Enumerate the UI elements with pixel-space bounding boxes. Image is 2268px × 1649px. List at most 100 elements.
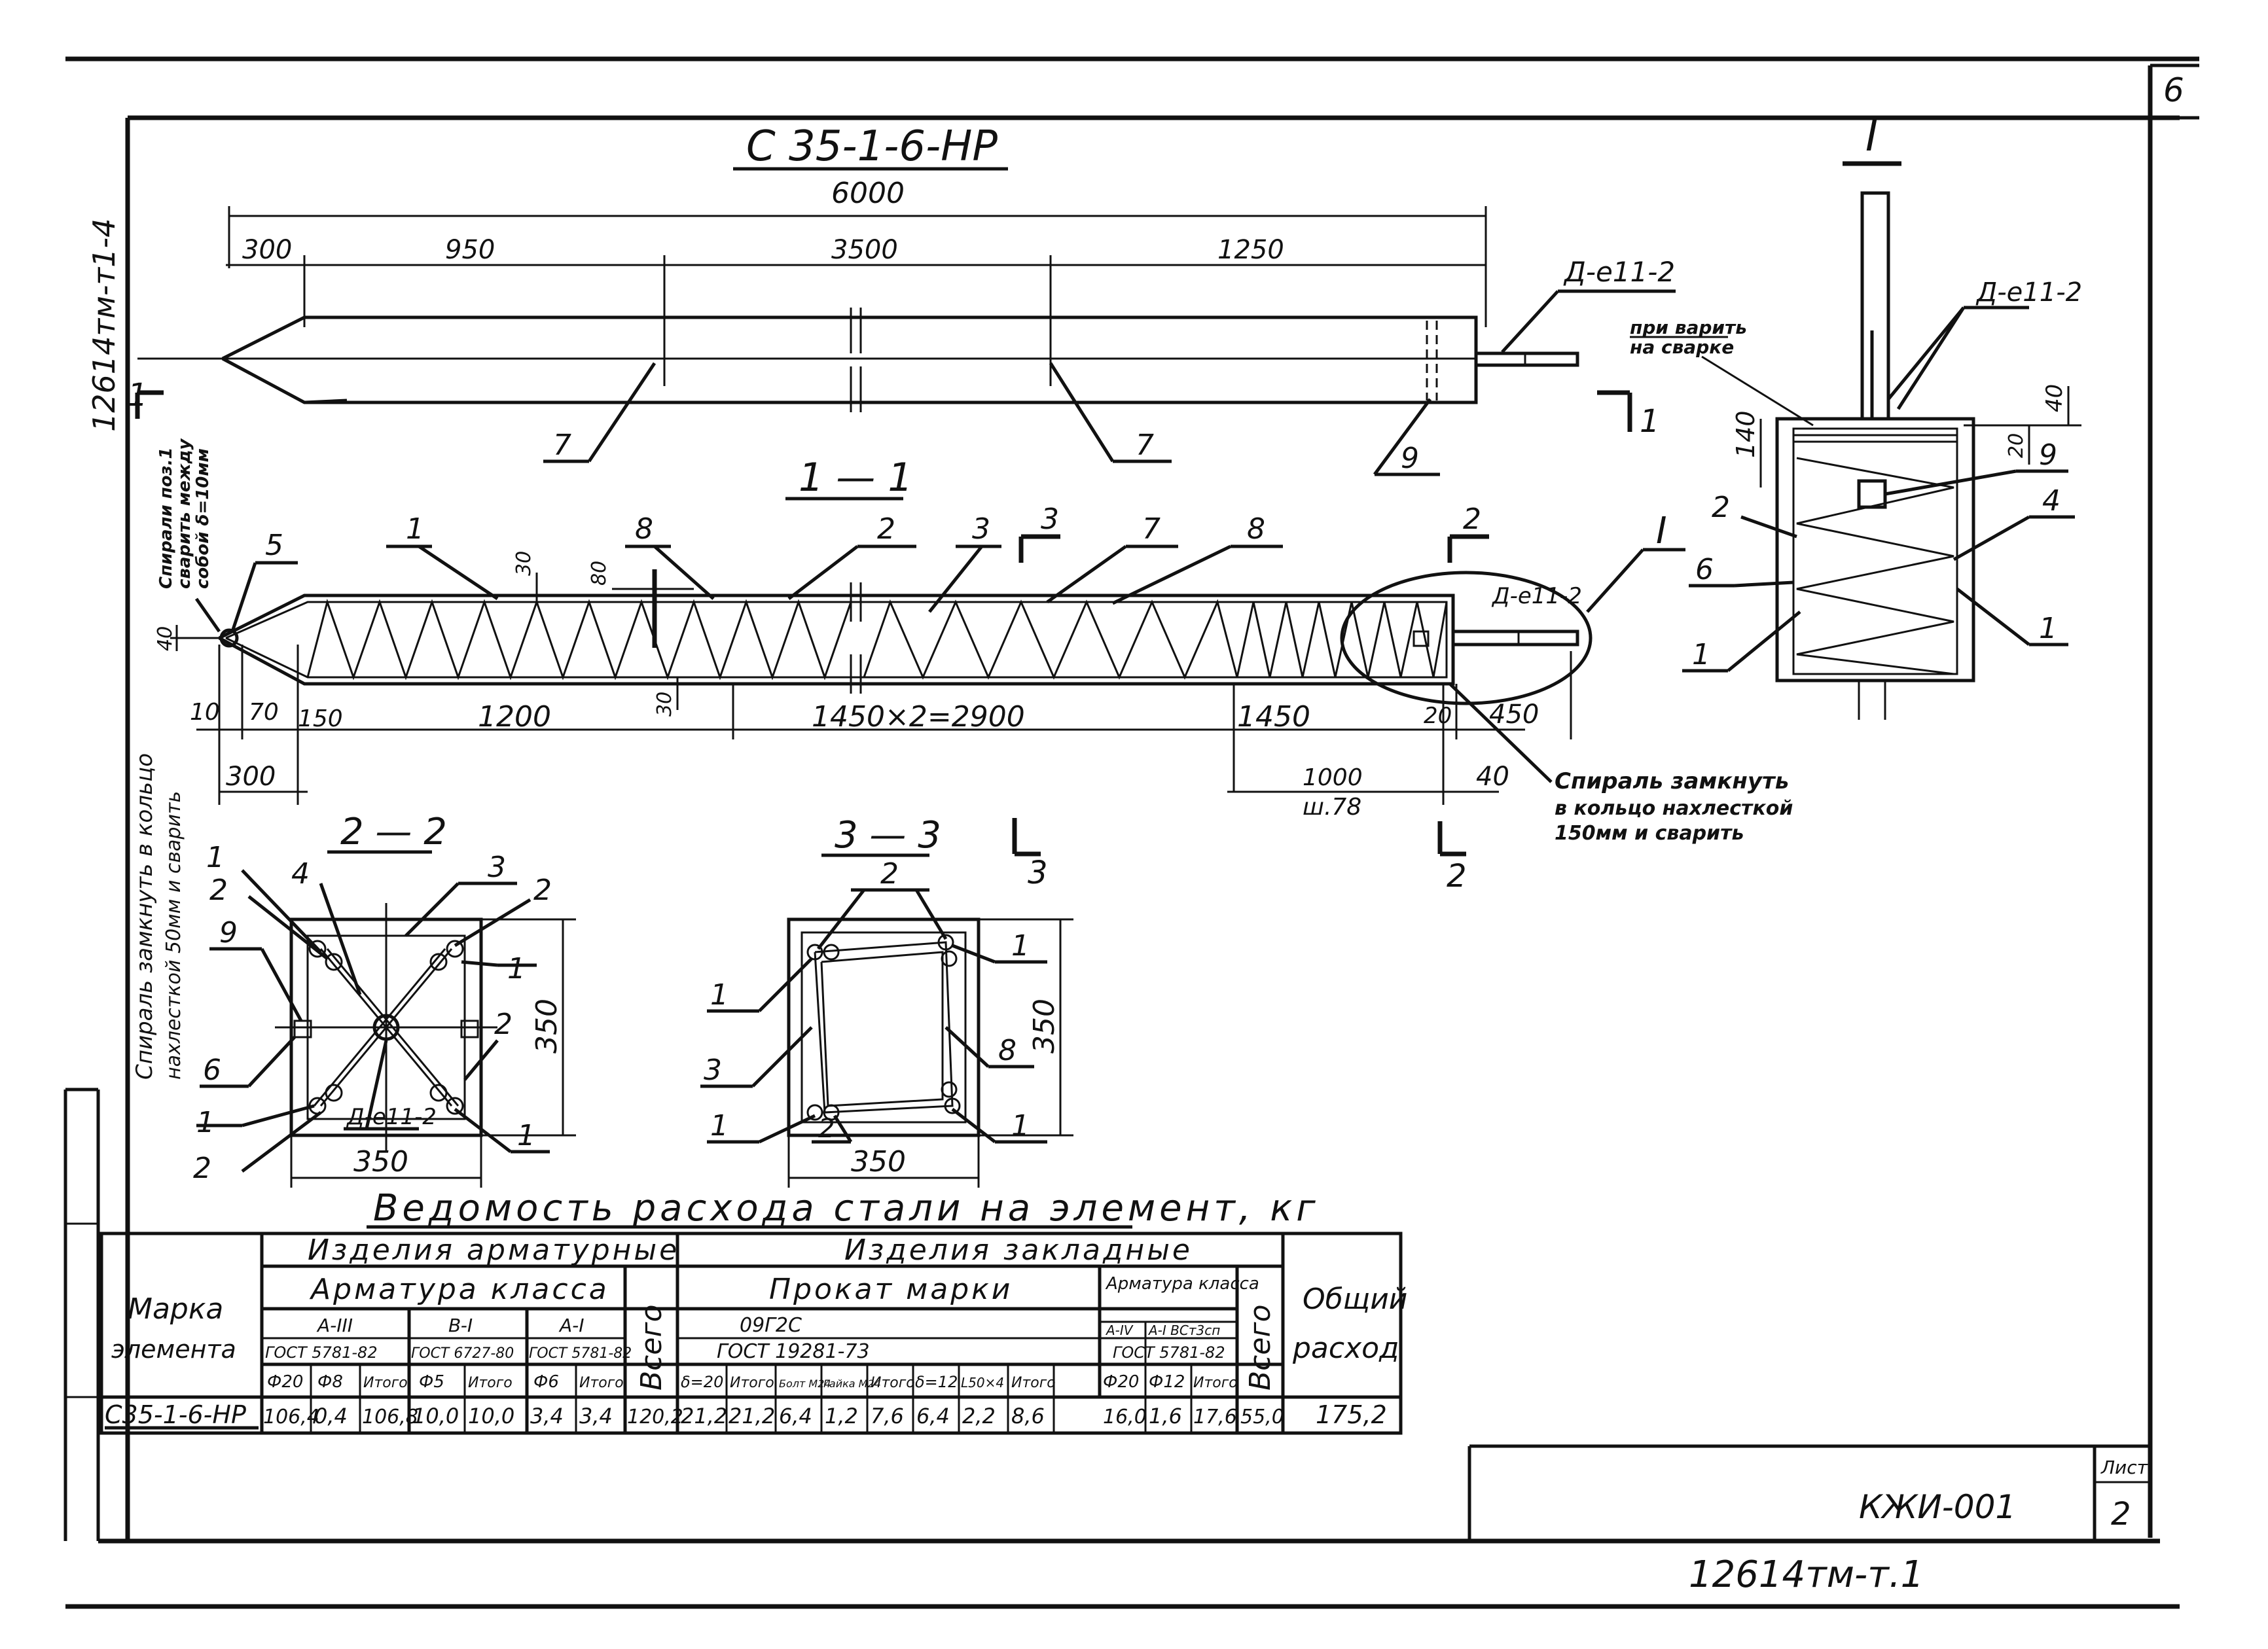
s11-dim-300: 300 — [226, 762, 276, 792]
s11-callout-1: 1 — [406, 512, 424, 546]
row-17: 1,6 — [1149, 1404, 1182, 1428]
s11-dim-40b: 40 — [1476, 762, 1509, 792]
row-2: 106,8 — [362, 1406, 418, 1428]
h-reinf-products: Изделия арматурные — [308, 1233, 679, 1267]
row-11: 1,2 — [825, 1404, 858, 1428]
s22-callout-4: 4 — [291, 857, 310, 891]
row-0: 106,4 — [263, 1406, 319, 1428]
detail-dim-40: 40 — [2042, 384, 2068, 412]
cls-a1: A-I — [558, 1315, 585, 1336]
gost2: ГОСТ 5781-82 — [1113, 1343, 1225, 1362]
sub-12: δ=12 — [915, 1373, 958, 1391]
s11-callout-8a: 8 — [635, 512, 653, 546]
row-12: 7,6 — [871, 1404, 904, 1428]
sub-4: Итого — [468, 1375, 513, 1391]
s22-callout-2c: 2 — [494, 1008, 513, 1041]
s11-dim-150: 150 — [298, 705, 343, 732]
margin-note: 12614тм-т1-4 — [86, 219, 122, 432]
s33-callout-1c: 1 — [710, 1109, 729, 1143]
section-1-1: 1 — 1 I Д-е11-2 5 1 8 2 — [132, 438, 1793, 1080]
h-total2: Всего — [1244, 1305, 1277, 1391]
s22-callout-2d: 2 — [193, 1152, 211, 1185]
section33-title: 3 — 3 — [835, 814, 941, 857]
s33-callout-1a: 1 — [1011, 929, 1030, 963]
s11-dim-70: 70 — [249, 699, 279, 726]
row-3: 10,0 — [412, 1404, 459, 1428]
section11-title: 1 — 1 — [799, 455, 913, 501]
s11-note-right-3: 150мм и сварить — [1555, 822, 1744, 845]
elevation-view: С 35-1-6-НР 6000 300 950 3500 1250 Д-е11… — [128, 122, 1676, 476]
steel-table: Ведомость расхода стали на элемент, кг — [99, 1187, 1407, 1435]
detail-note-2: на сварке — [1630, 336, 1734, 358]
s11-note-left-b2: нахлесткой 50мм и сварить — [162, 791, 185, 1080]
elev-cut-1a: 1 — [128, 377, 148, 414]
gost-rolled: ГОСТ 19281-73 — [717, 1340, 870, 1363]
s33-callout-1d: 1 — [1011, 1109, 1030, 1143]
s11-note-left-a2: сварить между — [175, 438, 194, 589]
s11-bottom-cut2: 2 — [1447, 858, 1467, 895]
detail-dim-140: 140 — [1731, 410, 1760, 458]
sub-2: Итого — [363, 1375, 408, 1391]
h-embed-products: Изделия закладные — [844, 1233, 1193, 1267]
row-5: 3,4 — [530, 1404, 564, 1428]
row-20: 175,2 — [1316, 1400, 1387, 1429]
s11-dim-10: 10 — [190, 699, 220, 726]
cls-b1: B-I — [448, 1315, 473, 1336]
sub-16: Ф12 — [1149, 1372, 1185, 1392]
section-2-2: 2 — 2 350 350 1 2 4 3 — [193, 811, 576, 1188]
s22-callout-3: 3 — [488, 851, 506, 884]
s11-note-left-a3: собой δ=10мм — [193, 448, 213, 589]
detail-callout-9: 9 — [2039, 438, 2057, 472]
sheet-frame — [63, 56, 2199, 1609]
row-18: 17,6 — [1193, 1406, 1237, 1428]
detail-note-1: при варить — [1630, 317, 1747, 338]
s11-dim-2900: 1450×2=2900 — [812, 700, 1025, 734]
s11-bottom-cut3: 3 — [1028, 855, 1048, 891]
s11-dim-1000: 1000 — [1303, 764, 1363, 791]
row-4: 10,0 — [468, 1404, 514, 1428]
s11-cut-3: 3 — [1041, 503, 1059, 536]
s33-callout-3: 3 — [704, 1054, 722, 1087]
detail-callout-1b: 1 — [2039, 612, 2057, 645]
section22-dim-w: 350 — [353, 1145, 408, 1179]
h-reinf-class: Арматура класса — [309, 1273, 609, 1306]
sub-3: Ф5 — [419, 1372, 444, 1392]
h-overall-1: Общий — [1303, 1283, 1407, 1316]
gost-1: ГОСТ 5781-82 — [265, 1343, 378, 1362]
s11-dim-80: 80 — [588, 561, 611, 586]
cls2-a1: A-I ВСт3сп — [1147, 1322, 1220, 1338]
row-8: 21,2 — [681, 1404, 727, 1428]
s11-dim-20: 20 — [1424, 703, 1452, 729]
s11-note-left-a1: Спирали поз.1 — [156, 447, 176, 589]
detail-I: I Д-е11-2 при варить на сварке 140 40 20… — [1630, 113, 2082, 720]
elev-callout-9: 9 — [1401, 442, 1419, 475]
gost-2: ГОСТ 6727-80 — [411, 1345, 514, 1362]
sub-6: Итого — [579, 1375, 624, 1391]
s33-callout-1b: 1 — [710, 978, 729, 1012]
s22-callout-2a: 2 — [209, 874, 228, 907]
s11-dim-1450: 1450 — [1237, 700, 1310, 734]
s11-dim-450: 450 — [1489, 700, 1539, 730]
h-overall-2: расход — [1292, 1332, 1399, 1365]
row-15: 8,6 — [1011, 1404, 1045, 1428]
cls2-a4: A-IV — [1105, 1322, 1134, 1338]
total-length: 6000 — [831, 177, 905, 210]
row-9: 21,2 — [729, 1404, 775, 1428]
s22-callout-2b: 2 — [533, 874, 552, 907]
s11-callout-5: 5 — [265, 529, 283, 562]
sub-17: Итого — [1193, 1375, 1238, 1391]
s22-callout-1a: 1 — [206, 841, 225, 874]
row-7: 120,2 — [627, 1406, 683, 1428]
section11-roman: I — [1656, 510, 1667, 552]
section-3-3: 3 — 3 350 350 2 1 1 8 3 — [700, 814, 1073, 1188]
row-mark: С35-1-6-НР — [105, 1400, 246, 1429]
row-13: 6,4 — [916, 1404, 950, 1428]
element-title: С 35-1-6-НР — [746, 122, 998, 171]
s11-dim-30a: 30 — [513, 551, 535, 576]
sub-0: Ф20 — [267, 1372, 303, 1392]
s11-dim-40: 40 — [154, 626, 177, 651]
page-number: 6 — [2163, 71, 2184, 109]
row-10: 6,4 — [779, 1404, 812, 1428]
s11-note-right-2: в кольцо нахлесткой — [1555, 797, 1793, 820]
